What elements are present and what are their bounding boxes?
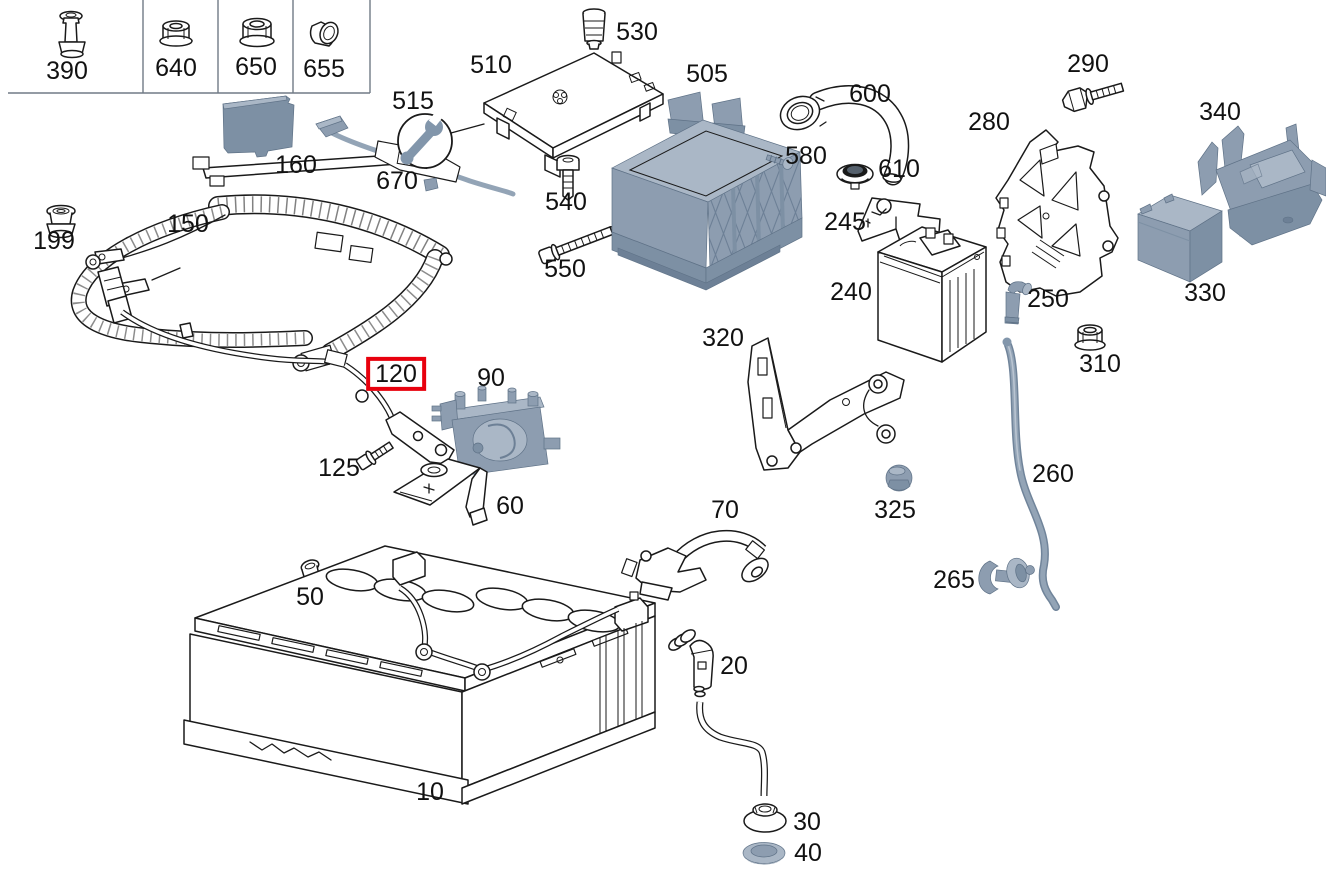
part-580-screw[interactable] xyxy=(765,151,794,171)
callout-610[interactable]: 610 xyxy=(878,154,920,183)
part-199-grommet[interactable] xyxy=(46,204,76,239)
callout-330[interactable]: 330 xyxy=(1184,278,1226,307)
part-120-ground-cable[interactable] xyxy=(85,254,455,465)
callout-320[interactable]: 320 xyxy=(702,323,744,352)
callout-640[interactable]: 640 xyxy=(155,53,197,82)
callout-550[interactable]: 550 xyxy=(544,254,586,283)
part-515-tool-symbol[interactable] xyxy=(397,112,485,169)
part-610-grommet[interactable] xyxy=(836,163,874,190)
callout-265[interactable]: 265 xyxy=(933,565,975,594)
part-30-grommet[interactable] xyxy=(743,803,787,833)
callout-310[interactable]: 310 xyxy=(1079,349,1121,378)
part-265-clip[interactable] xyxy=(978,556,1035,595)
part-20-elbow-connector[interactable] xyxy=(667,627,768,797)
part-600-hose[interactable] xyxy=(775,85,910,186)
callout-120[interactable]: 120 xyxy=(366,356,426,392)
part-10-main-battery[interactable] xyxy=(183,545,656,805)
fastener-table xyxy=(8,0,371,94)
part-125-bolt[interactable] xyxy=(355,438,395,471)
callout-60[interactable]: 60 xyxy=(496,491,524,520)
part-390-terminal-post-icon[interactable] xyxy=(58,10,86,59)
callout-260[interactable]: 260 xyxy=(1032,459,1074,488)
wrench-icon xyxy=(400,112,443,165)
callout-240[interactable]: 240 xyxy=(830,277,872,306)
callout-125[interactable]: 125 xyxy=(318,453,360,482)
part-90-disconnect-unit[interactable] xyxy=(431,385,561,477)
callout-40[interactable]: 40 xyxy=(794,838,822,867)
callout-90[interactable]: 90 xyxy=(477,363,505,392)
part-340-bracket[interactable] xyxy=(1197,123,1326,246)
part-510-control-unit[interactable] xyxy=(483,51,664,178)
part-40-cap[interactable] xyxy=(742,842,786,865)
callout-50[interactable]: 50 xyxy=(296,582,324,611)
callout-540[interactable]: 540 xyxy=(545,187,587,216)
part-325-nut[interactable] xyxy=(885,464,913,492)
part-150-wiring-harness[interactable] xyxy=(70,151,453,372)
callout-505[interactable]: 505 xyxy=(686,59,728,88)
callout-245[interactable]: 245 xyxy=(824,207,866,236)
callout-325[interactable]: 325 xyxy=(874,495,916,524)
callout-70[interactable]: 70 xyxy=(711,495,739,524)
callout-515[interactable]: 515 xyxy=(392,86,434,115)
part-540-bolt[interactable] xyxy=(556,154,580,201)
part-60-terminal-cover[interactable] xyxy=(393,458,488,526)
part-260-vent-tube[interactable] xyxy=(1002,337,1060,611)
callout-280[interactable]: 280 xyxy=(968,107,1010,136)
callout-655[interactable]: 655 xyxy=(303,54,345,83)
part-240-aux-battery[interactable] xyxy=(877,226,987,363)
part-320-bracket[interactable] xyxy=(747,337,905,471)
callout-670[interactable]: 670 xyxy=(376,166,418,195)
part-70-cable[interactable] xyxy=(620,529,773,601)
callout-390[interactable]: 390 xyxy=(46,56,88,85)
part-280-bracket[interactable] xyxy=(995,129,1119,297)
part-655-bushing-icon[interactable] xyxy=(309,19,342,47)
callout-650[interactable]: 650 xyxy=(235,52,277,81)
callout-530[interactable]: 530 xyxy=(616,17,658,46)
callout-250[interactable]: 250 xyxy=(1027,284,1069,313)
part-650-flange-nut-icon[interactable] xyxy=(239,17,275,48)
callout-160[interactable]: 160 xyxy=(275,150,317,179)
part-250-elbow-fitting[interactable] xyxy=(1004,281,1033,325)
part-530-plug[interactable] xyxy=(582,8,606,50)
callout-510[interactable]: 510 xyxy=(470,50,512,79)
callout-30[interactable]: 30 xyxy=(793,807,821,836)
part-160-cover[interactable] xyxy=(222,95,295,158)
callout-290[interactable]: 290 xyxy=(1067,49,1109,78)
part-330-cover-box[interactable] xyxy=(1137,193,1223,283)
callout-150[interactable]: 150 xyxy=(167,209,209,238)
callout-199[interactable]: 199 xyxy=(33,226,75,255)
part-310-flange-nut[interactable] xyxy=(1074,324,1106,351)
part-290-bolt[interactable] xyxy=(1061,77,1125,114)
part-640-flange-nut-icon[interactable] xyxy=(159,20,193,47)
callout-580[interactable]: 580 xyxy=(785,141,827,170)
part-505-battery-module[interactable] xyxy=(611,91,823,291)
callout-340[interactable]: 340 xyxy=(1199,97,1241,126)
callout-10[interactable]: 10 xyxy=(416,777,444,806)
callout-600[interactable]: 600 xyxy=(849,79,891,108)
callout-20[interactable]: 20 xyxy=(720,651,748,680)
